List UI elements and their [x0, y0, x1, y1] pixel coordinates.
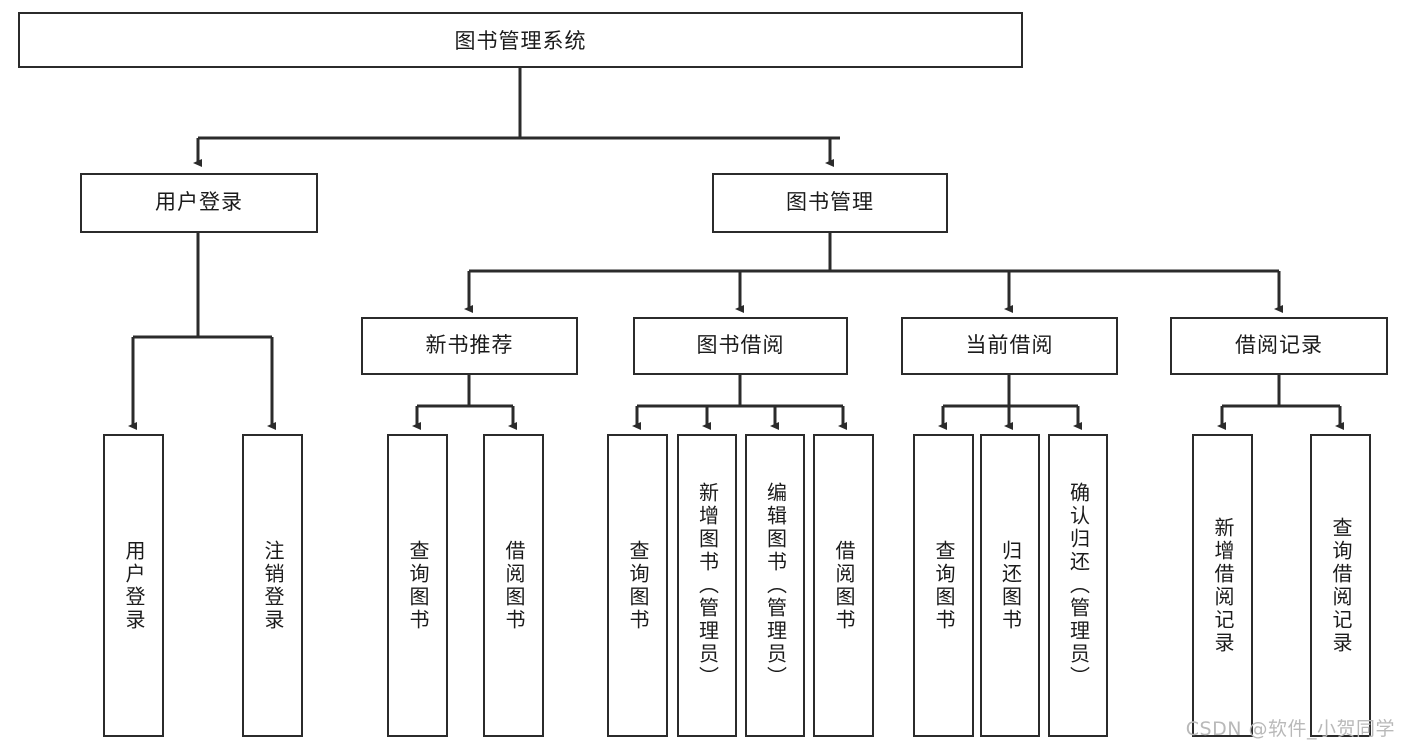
node-current-borrow[interactable]: 当前借阅: [901, 317, 1118, 375]
node-new-book-recommend[interactable]: 新书推荐: [361, 317, 578, 375]
node-label: 编辑图书（管理员）: [763, 482, 788, 689]
node-user-login[interactable]: 用户登录: [80, 173, 318, 233]
node-label: 查询图书: [932, 539, 956, 632]
node-label: 新增图书（管理员）: [695, 482, 720, 689]
node-label: 图书管理: [786, 190, 874, 215]
leaf-query-book-recommend[interactable]: 查询图书: [387, 434, 448, 737]
watermark-text: CSDN @软件_小贺同学: [1185, 718, 1395, 740]
node-label: 图书借阅: [696, 333, 785, 358]
node-label: 确认归还（管理员）: [1066, 482, 1091, 689]
node-label: 查询图书: [626, 539, 650, 632]
leaf-add-book-admin[interactable]: 新增图书（管理员）: [677, 434, 737, 737]
node-label: 查询借阅记录: [1329, 516, 1353, 655]
leaf-user-login[interactable]: 用户登录: [103, 434, 164, 737]
leaf-return-book[interactable]: 归还图书: [980, 434, 1040, 737]
node-label: 用户登录: [155, 190, 243, 215]
node-label: 新增借阅记录: [1211, 516, 1235, 655]
node-label: 新书推荐: [425, 333, 514, 358]
node-label: 借阅图书: [832, 539, 856, 632]
node-label: 图书管理系统: [454, 29, 587, 53]
node-book-manage[interactable]: 图书管理: [712, 173, 948, 233]
node-label: 查询图书: [406, 539, 430, 632]
leaf-query-book-borrow[interactable]: 查询图书: [607, 434, 668, 737]
leaf-confirm-return-admin[interactable]: 确认归还（管理员）: [1048, 434, 1108, 737]
leaf-query-book-current[interactable]: 查询图书: [913, 434, 974, 737]
leaf-borrow-book-recommend[interactable]: 借阅图书: [483, 434, 544, 737]
leaf-add-borrow-record[interactable]: 新增借阅记录: [1192, 434, 1253, 737]
leaf-borrow-book-borrow[interactable]: 借阅图书: [813, 434, 874, 737]
node-label: 归还图书: [998, 539, 1023, 632]
node-label: 借阅图书: [502, 539, 526, 632]
leaf-user-logout[interactable]: 注销登录: [242, 434, 303, 737]
node-label: 借阅记录: [1235, 333, 1323, 358]
node-label: 当前借阅: [965, 333, 1054, 358]
node-label: 用户登录: [122, 539, 146, 632]
leaf-query-borrow-record[interactable]: 查询借阅记录: [1310, 434, 1371, 737]
node-label: 注销登录: [261, 539, 285, 632]
leaf-edit-book-admin[interactable]: 编辑图书（管理员）: [745, 434, 805, 737]
node-book-borrow[interactable]: 图书借阅: [633, 317, 848, 375]
node-root-book-management-system[interactable]: 图书管理系统: [18, 12, 1023, 68]
node-borrow-record[interactable]: 借阅记录: [1170, 317, 1388, 375]
